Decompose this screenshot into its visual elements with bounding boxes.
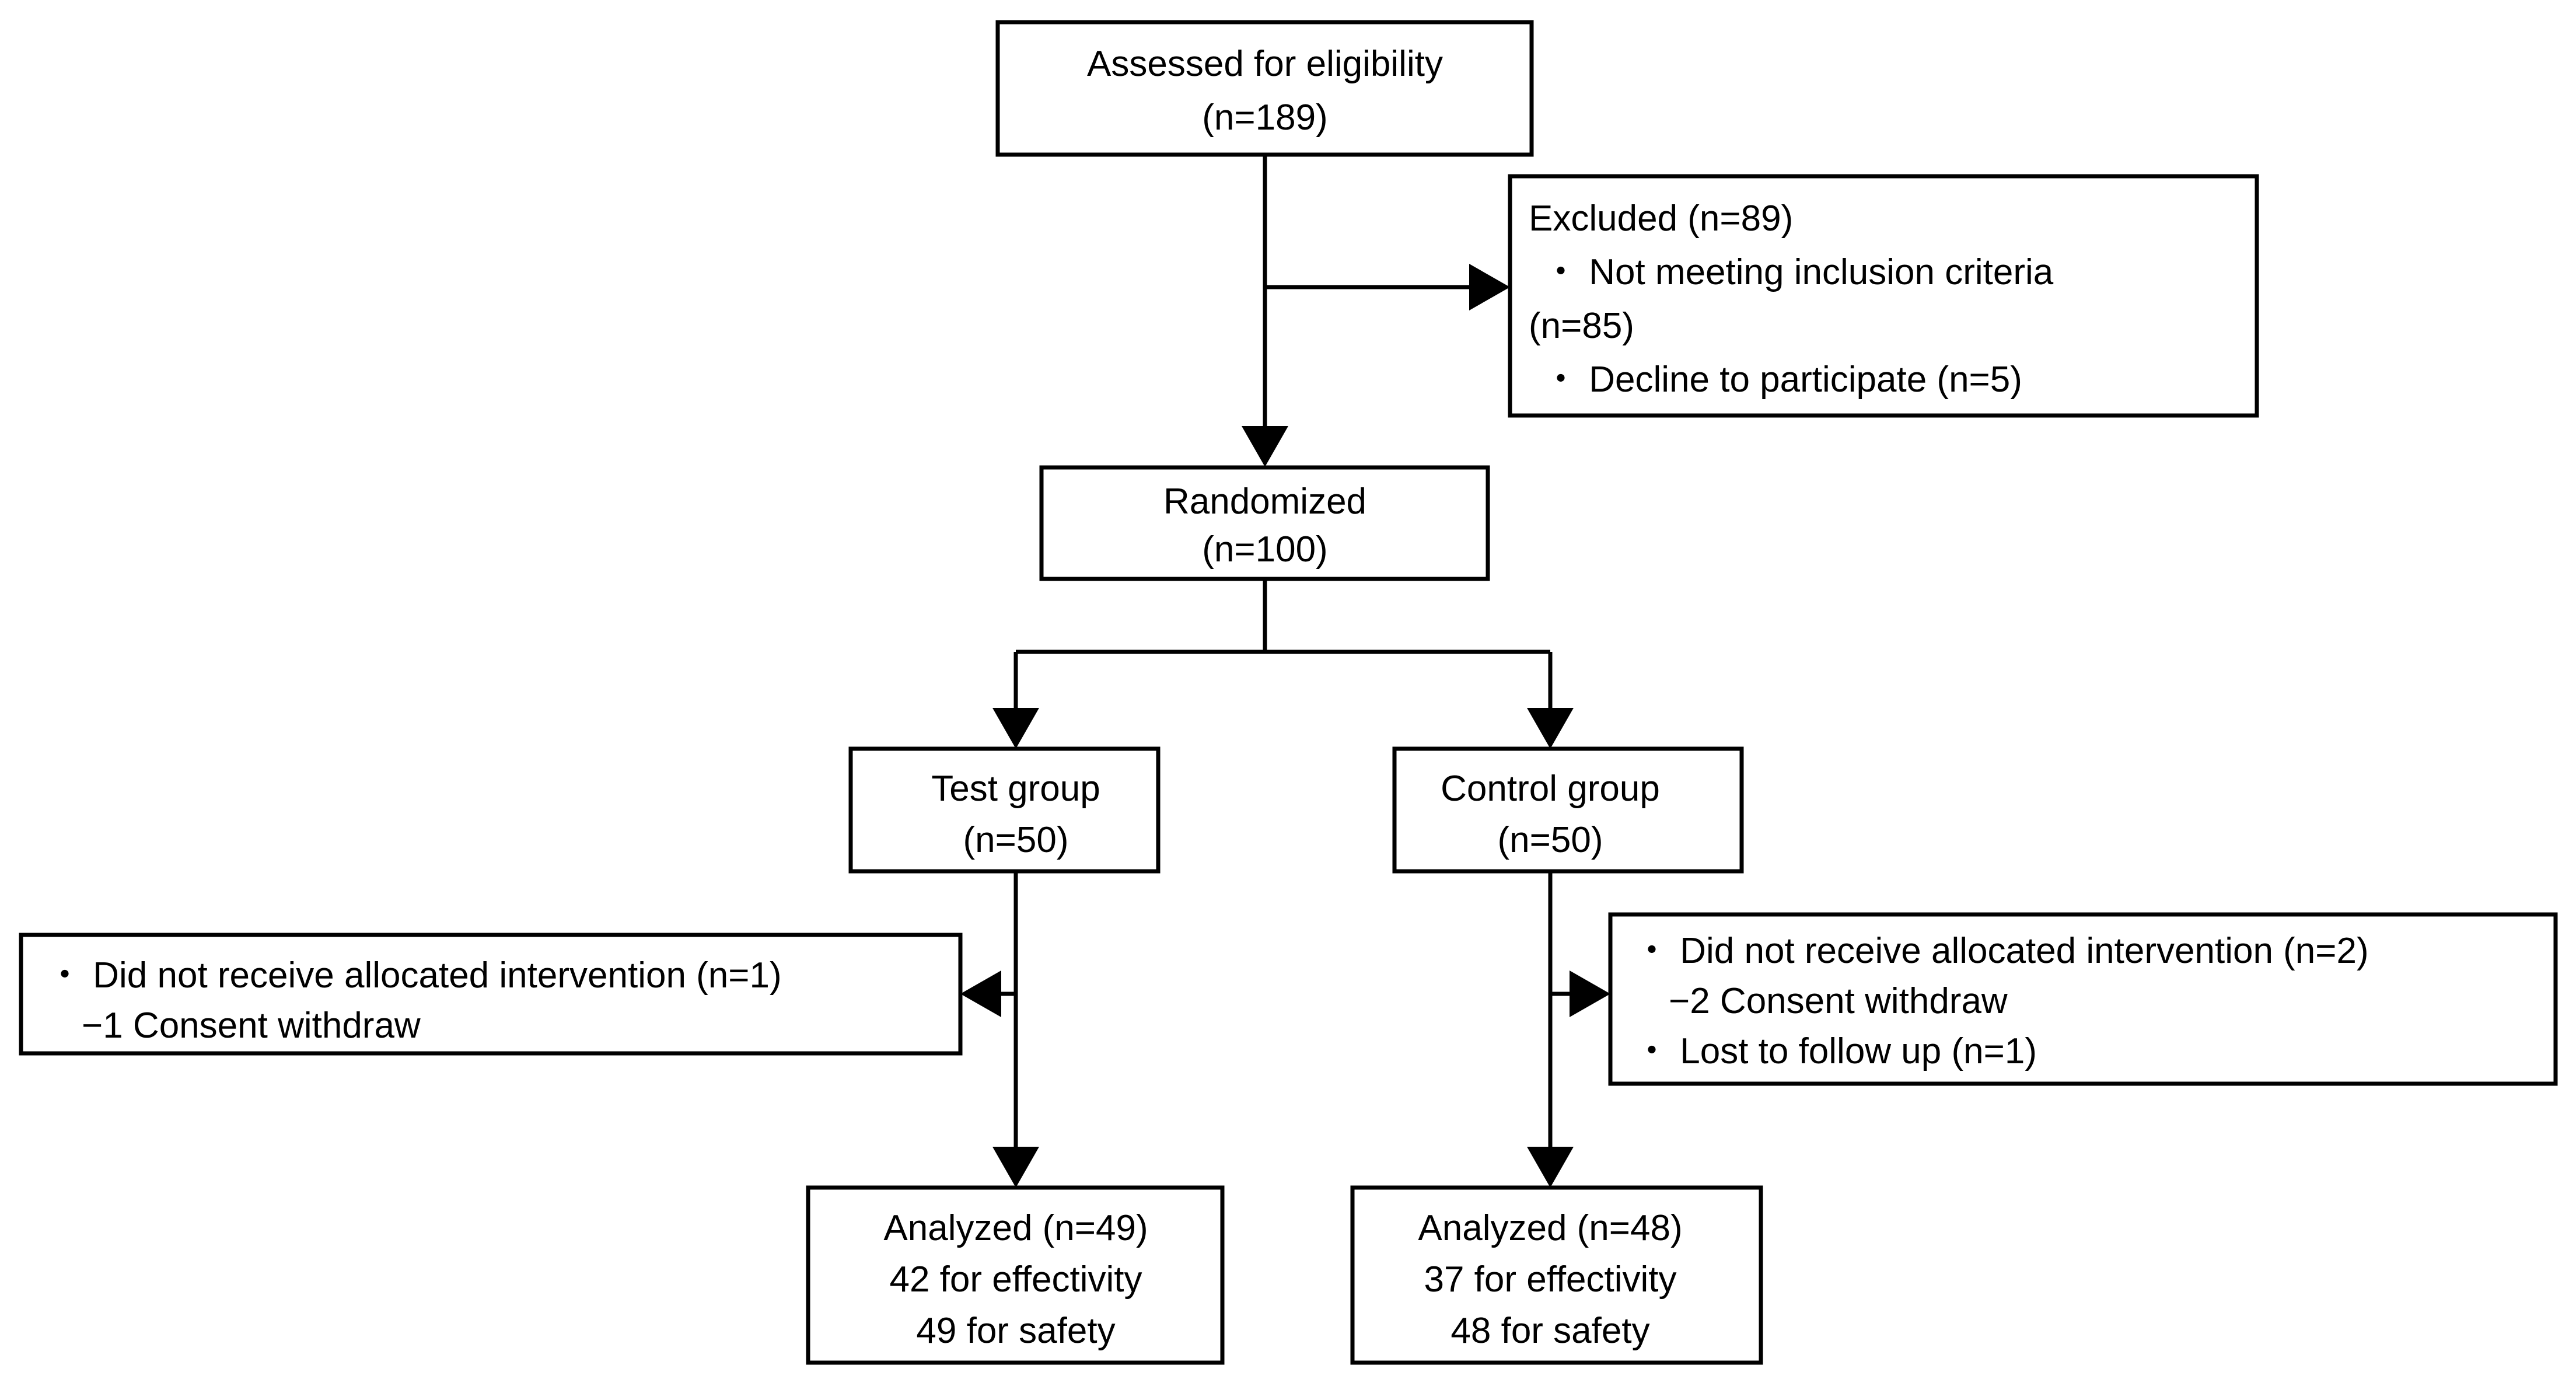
arrowhead-test-group [992, 708, 1039, 749]
arrowhead-test-dropout [960, 970, 1001, 1017]
test-analyzed-line-2: 42 for effectivity [889, 1259, 1142, 1300]
arrowhead-control-analyzed [1527, 1147, 1574, 1188]
test-dropout-line-2: −1 Consent withdraw [82, 1006, 421, 1046]
randomized-line-1: Randomized [1163, 481, 1366, 522]
node-control-group-dropout [1608, 912, 2558, 1086]
control-analyzed-line-2: 37 for effectivity [1424, 1259, 1676, 1300]
node-excluded [1508, 174, 2259, 418]
excluded-line-3: (n=85) [1529, 306, 1634, 346]
control-analyzed-line-1: Analyzed (n=48) [1418, 1208, 1682, 1248]
node-test-group-analyzed [806, 1185, 1225, 1365]
excluded-line-1: Excluded (n=89) [1529, 198, 1793, 239]
control-analyzed-line-3: 48 for safety [1450, 1311, 1649, 1351]
control-group-line-1: Control group [1441, 769, 1660, 809]
arrowhead-excluded [1469, 264, 1510, 310]
control-group-line-2: (n=50) [1498, 820, 1603, 860]
control-dropout-line-1: ・ Did not receive allocated intervention… [1634, 931, 2369, 971]
excluded-line-2: ・ Not meeting inclusion criteria [1543, 252, 2054, 292]
node-randomized [1039, 465, 1490, 581]
test-group-line-2: (n=50) [963, 820, 1069, 860]
test-analyzed-line-1: Analyzed (n=49) [883, 1208, 1148, 1248]
excluded-line-4: ・ Decline to participate (n=5) [1543, 359, 2022, 400]
node-test-group-dropout [19, 933, 963, 1056]
test-dropout-line-1: ・ Did not receive allocated intervention… [47, 955, 782, 996]
node-control-group-analyzed [1350, 1185, 1763, 1365]
assessed-line-1: Assessed for eligibility [1087, 44, 1443, 84]
control-dropout-line-2: −2 Consent withdraw [1669, 981, 2008, 1021]
test-group-line-1: Test group [931, 769, 1100, 809]
arrowhead-control-group [1527, 708, 1574, 749]
randomized-line-2: (n=100) [1202, 529, 1327, 570]
control-dropout-line-3: ・ Lost to follow up (n=1) [1634, 1031, 2037, 1071]
assessed-line-2: (n=189) [1202, 97, 1327, 138]
node-assessed-for-eligibility [995, 20, 1534, 157]
arrowhead-control-dropout [1570, 970, 1610, 1017]
node-control-group [1392, 746, 1744, 874]
arrowhead-randomized [1242, 426, 1288, 467]
node-test-group [848, 746, 1161, 874]
arrowhead-test-analyzed [992, 1147, 1039, 1188]
test-analyzed-line-3: 49 for safety [916, 1311, 1115, 1351]
